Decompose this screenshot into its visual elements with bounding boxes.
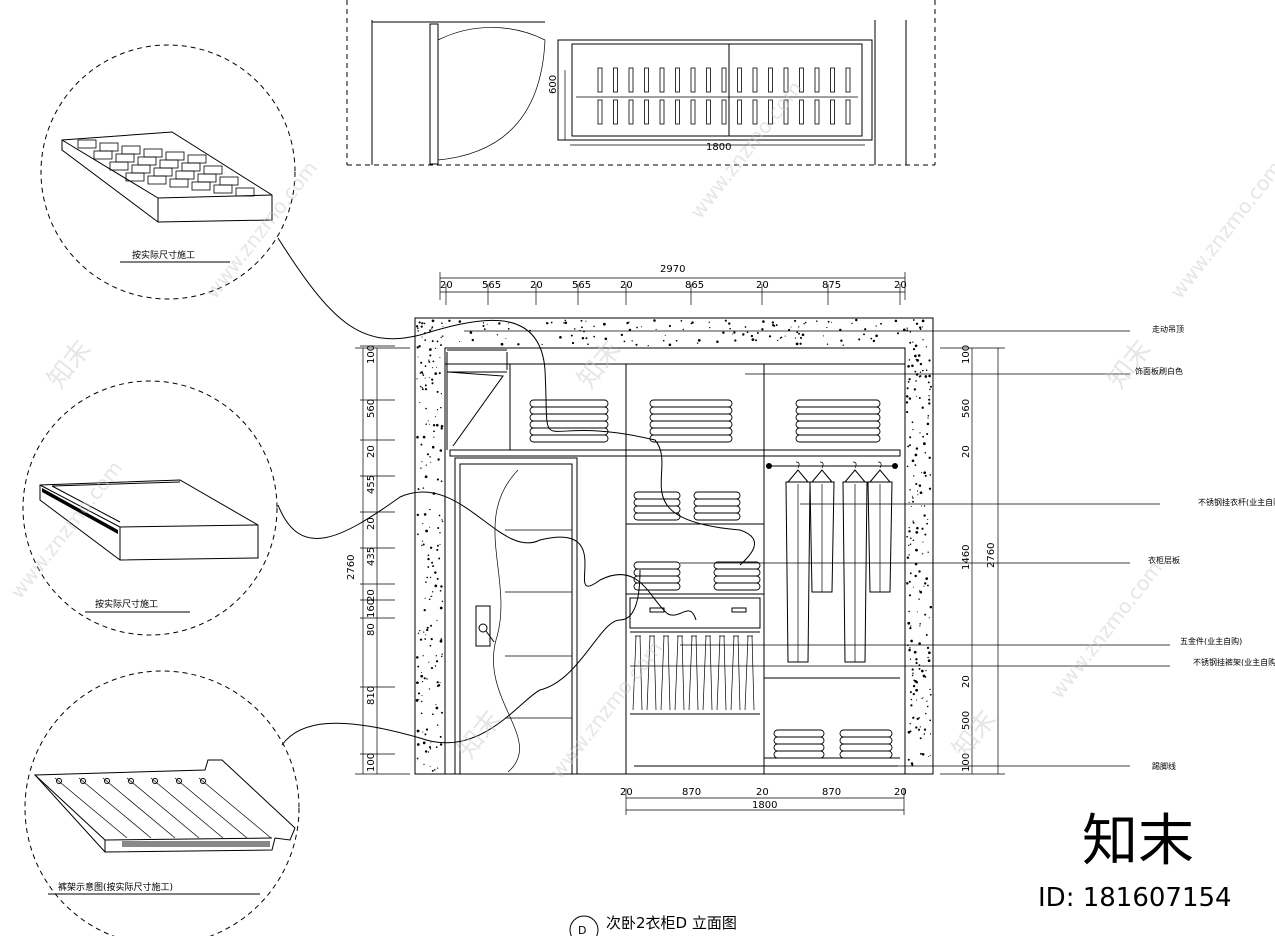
- left-dim-text: 20: [366, 517, 377, 530]
- leader-curve-3: [281, 569, 641, 746]
- wardrobe-elevation: [414, 317, 934, 775]
- detail-caption-3: 裤架示意图(按实际尺寸施工): [58, 881, 173, 893]
- right-dim-text: 20: [961, 445, 972, 458]
- title-text: 次卧2衣柜D 立面图: [606, 914, 737, 932]
- annotation-leaders: [464, 330, 1170, 767]
- left-dim-text: 80: [366, 623, 377, 636]
- left-dim-text: 435: [366, 547, 377, 566]
- detail-trouser-rack: 裤架示意图(按实际尺寸施工): [24, 670, 300, 940]
- annotation-shelf: 衣柜层板: [1148, 555, 1180, 565]
- bottom-dim-text: 870: [682, 787, 701, 798]
- plan-width-dim: 1800: [706, 142, 731, 153]
- bottom-dim-text: 20: [894, 787, 907, 798]
- right-dimension-texts: 100 560 20 1460 20 500 100: [961, 345, 972, 772]
- annotation-hanging-rod: 不锈钢挂衣杆(业主自购): [1198, 497, 1275, 507]
- watermark-brand-5: 知末: [947, 705, 1003, 764]
- watermark-url-2: www.znzmo.com: [685, 76, 807, 223]
- plan-view: 600 1800: [346, 0, 936, 166]
- concrete-hatch: [415, 318, 933, 772]
- detail-drawer: 按实际尺寸施工: [22, 380, 278, 636]
- right-dim-text: 20: [961, 675, 972, 688]
- right-total-dimension: 2760: [986, 543, 997, 568]
- bottom-dimension-texts: 20 870 20 870 20: [620, 787, 907, 798]
- right-dim-text: 100: [961, 345, 972, 364]
- plan-hangers: [597, 67, 851, 125]
- right-dim-text: 100: [961, 753, 972, 772]
- drawing-title: D 次卧2衣柜D 立面图: [569, 914, 737, 940]
- bottom-total-dimension: 1800: [752, 800, 777, 811]
- annotation-skirting: 踢脚线: [1152, 761, 1176, 771]
- top-dim-text: 875: [822, 280, 841, 291]
- detail-tray: 按实际尺寸施工: [40, 44, 296, 300]
- tray-grid: [77, 139, 255, 197]
- top-dim-text: 865: [685, 280, 704, 291]
- left-dim-text: 20: [366, 589, 377, 602]
- rack-bars: [54, 777, 272, 839]
- left-dim-text: 100: [366, 345, 377, 364]
- watermarks: www.znzmo.com 知末 www.znzmo.com 知末 www.zn…: [5, 76, 1275, 913]
- annotation-hardware: 五金件(业主自购): [1180, 636, 1242, 646]
- annotation-panel: 饰面板刷白色: [1135, 366, 1183, 376]
- left-dim-text: 560: [366, 399, 377, 418]
- detail-caption-2: 按实际尺寸施工: [95, 598, 158, 610]
- bottom-dim-text: 20: [756, 787, 769, 798]
- detail-caption-1: 按实际尺寸施工: [132, 249, 195, 261]
- door-slats: [505, 529, 572, 719]
- watermark-id: ID: 181607154: [1038, 883, 1232, 913]
- right-dim-text: 1460: [961, 545, 972, 570]
- left-dim-text: 100: [366, 753, 377, 772]
- hanging-trousers: [632, 635, 755, 711]
- bottom-dim-text: 20: [620, 787, 633, 798]
- hanging-garments: [785, 461, 893, 663]
- left-dim-text: 810: [366, 686, 377, 705]
- title-symbol: D: [578, 924, 586, 936]
- left-dim-text: 20: [366, 445, 377, 458]
- watermark-logo-brand: 知末: [1082, 809, 1194, 874]
- bottom-dim-text: 870: [822, 787, 841, 798]
- right-dim-text: 560: [961, 399, 972, 418]
- watermark-url-3: www.znzmo.com: [1165, 156, 1275, 303]
- right-dim-text: 500: [961, 711, 972, 730]
- top-dim-text: 565: [482, 280, 501, 291]
- annotation-trouser-rack: 不锈钢挂裤架(业主自购): [1193, 657, 1275, 667]
- top-total-dimension: 2970: [660, 264, 685, 275]
- top-dim-text: 565: [572, 280, 591, 291]
- annotation-ceiling: 走动吊顶: [1152, 324, 1184, 334]
- watermark-url-4: www.znzmo.com: [5, 456, 127, 603]
- watermark-url-6: www.znzmo.com: [1045, 556, 1167, 703]
- top-dim-text: 20: [894, 280, 907, 291]
- top-dim-text: 20: [530, 280, 543, 291]
- left-total-dimension: 2760: [346, 555, 357, 580]
- leader-curve-1: [277, 237, 755, 566]
- dimension-lines: [355, 272, 1005, 815]
- watermark-brand-3: 知末: [1102, 335, 1158, 394]
- top-dim-text: 20: [620, 280, 633, 291]
- watermark-brand-1: 知末: [42, 335, 98, 394]
- left-dim-text: 455: [366, 475, 377, 494]
- top-dim-text: 20: [440, 280, 453, 291]
- watermark-url-1: www.znzmo.com: [200, 156, 322, 303]
- plan-depth-dim: 600: [548, 75, 559, 94]
- top-dimension-texts: 20 565 20 565 20 865 20 875 20: [440, 280, 907, 305]
- left-dim-text: 160: [366, 599, 377, 618]
- watermark-url-5: www.znzmo.com: [545, 636, 667, 783]
- leader-curve-2: [277, 491, 697, 621]
- top-dim-text: 20: [756, 280, 769, 291]
